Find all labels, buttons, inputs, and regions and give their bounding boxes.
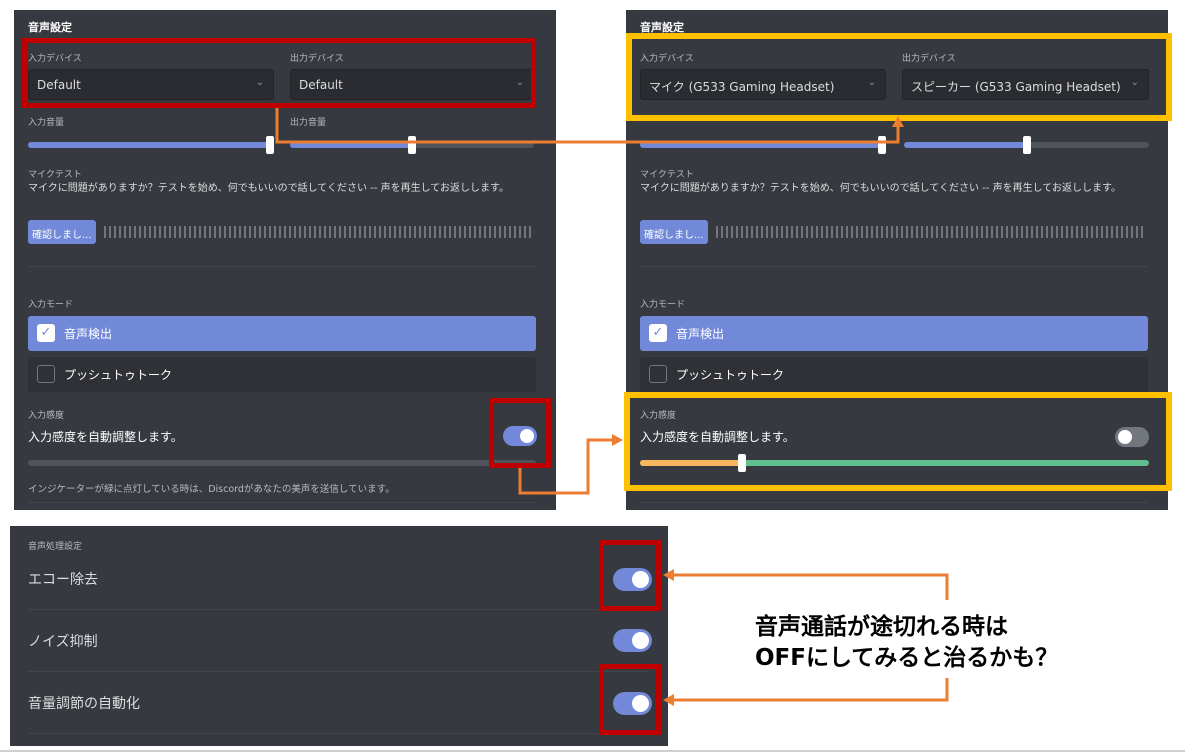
mic-test-button[interactable]: 確認しまし... — [28, 220, 96, 244]
mic-level-meter — [716, 226, 1146, 238]
indicator-description: インジケーターが緑に点灯している時は、Discordがあなたの美声を送信していま… — [28, 484, 395, 495]
input-device-label: 入力デバイス — [640, 54, 694, 64]
input-device-select[interactable]: マイク (G533 Gaming Headset) ⌄ — [640, 69, 886, 100]
sensitivity-slider[interactable] — [640, 454, 1149, 472]
mic-test-description: マイクに問題がありますか？テストを始め、何でもいいので話してください -- 声を… — [28, 183, 509, 194]
checkbox-icon — [37, 365, 55, 383]
mode-label: プッシュトゥトーク — [676, 368, 785, 382]
highlight-box — [599, 540, 661, 611]
mode-push-to-talk[interactable]: プッシュトゥトーク — [640, 357, 1148, 392]
divider — [28, 609, 650, 610]
slider-handle[interactable] — [408, 136, 416, 154]
input-mode-label: 入力モード — [640, 300, 686, 310]
section-title: 音声設定 — [640, 21, 684, 34]
mic-test-label: マイクテスト — [28, 170, 82, 180]
output-device-select[interactable]: スピーカー (G533 Gaming Headset) ⌄ — [902, 69, 1149, 100]
noise-suppression-label: ノイズ抑制 — [28, 634, 98, 650]
sensitivity-label: 入力感度 — [28, 411, 65, 421]
output-volume-label: 出力音量 — [290, 118, 327, 128]
arrow-head-icon — [612, 434, 623, 446]
voice-settings-before: 音声設定 入力デバイス 出力デバイス Default ⌄ Default ⌄ 入力音… — [14, 10, 556, 510]
input-device-label: 入力デバイス — [28, 54, 82, 64]
chevron-down-icon: ⌄ — [867, 77, 876, 88]
input-device-value: Default — [37, 78, 81, 92]
arrow-head-icon — [663, 569, 674, 581]
output-volume-slider[interactable] — [290, 136, 534, 154]
input-volume-slider[interactable] — [28, 136, 274, 154]
input-device-value: マイク (G533 Gaming Headset) — [649, 80, 835, 94]
chevron-down-icon: ⌄ — [255, 77, 264, 88]
divider — [640, 502, 1148, 503]
sensitivity-slider — [28, 460, 536, 466]
sensitivity-label: 入力感度 — [640, 411, 677, 421]
auto-gain-toggle[interactable] — [613, 692, 652, 715]
mic-test-description: マイクに問題がありますか？テストを始め、何でもいいので話してください -- 声を… — [640, 183, 1121, 194]
mode-push-to-talk[interactable]: プッシュトゥトーク — [28, 357, 536, 392]
output-device-value: Default — [299, 78, 343, 92]
divider — [0, 750, 1185, 752]
noise-suppression-toggle[interactable] — [613, 629, 652, 652]
slider-handle[interactable] — [1022, 136, 1031, 154]
output-device-value: スピーカー (G533 Gaming Headset) — [911, 80, 1121, 94]
annotation-line-2: OFFにしてみると治るかも？ — [755, 645, 1059, 671]
highlight-box — [22, 38, 536, 108]
processing-label: 音声処理設定 — [28, 542, 83, 552]
arrow-head-icon — [663, 694, 674, 706]
auto-sensitivity-text: 入力感度を自動調整します。 — [640, 430, 795, 444]
annotation-note: 音声通話が途切れる時は OFFにしてみると治るかも？ — [755, 612, 1058, 674]
arrow-line — [672, 678, 949, 702]
divider — [28, 671, 650, 672]
slider-handle[interactable] — [266, 136, 274, 154]
auto-sensitivity-text: 入力感度を自動調整します。 — [28, 430, 183, 444]
chevron-down-icon: ⌄ — [1130, 77, 1139, 88]
slider-handle[interactable] — [878, 136, 886, 154]
voice-settings-after: 音声設定 入力デバイス 出力デバイス マイク (G533 Gaming Head… — [626, 10, 1168, 510]
auto-sensitivity-toggle[interactable] — [503, 426, 537, 446]
auto-gain-label: 音量調節の自動化 — [28, 696, 140, 712]
mic-test-button[interactable]: 確認しまし... — [640, 220, 708, 244]
output-volume-slider[interactable] — [904, 136, 1149, 154]
mic-test-label: マイクテスト — [640, 170, 694, 180]
divider — [28, 266, 536, 267]
divider — [640, 266, 1148, 267]
echo-cancellation-toggle[interactable] — [613, 568, 652, 591]
mode-voice-activity[interactable]: ✓ 音声検出 — [28, 316, 536, 351]
mode-label: プッシュトゥトーク — [64, 368, 173, 382]
arrow-head-icon — [892, 116, 904, 127]
output-device-label: 出力デバイス — [290, 54, 344, 64]
output-device-select[interactable]: Default ⌄ — [290, 69, 534, 100]
divider — [28, 733, 650, 734]
slider-handle[interactable] — [737, 454, 746, 472]
checkbox-icon — [649, 365, 667, 383]
mode-voice-activity[interactable]: ✓ 音声検出 — [640, 316, 1148, 351]
highlight-box — [489, 398, 551, 468]
mode-label: 音声検出 — [676, 327, 725, 341]
chevron-down-icon: ⌄ — [515, 77, 524, 88]
output-device-label: 出力デバイス — [902, 54, 956, 64]
checkmark-icon: ✓ — [649, 324, 667, 342]
highlight-box — [624, 392, 1172, 491]
section-title: 音声設定 — [28, 21, 72, 34]
arrow-line — [275, 108, 900, 144]
highlight-box — [599, 664, 661, 735]
arrow-line — [518, 438, 614, 495]
mode-label: 音声検出 — [64, 327, 113, 341]
mic-level-meter — [104, 226, 534, 238]
echo-cancellation-label: エコー除去 — [28, 572, 98, 588]
divider — [28, 502, 536, 503]
annotation-line-1: 音声通話が途切れる時は — [755, 614, 1008, 640]
input-volume-label: 入力音量 — [28, 118, 65, 128]
auto-sensitivity-toggle[interactable] — [1115, 427, 1149, 447]
voice-processing-panel: 音声処理設定 エコー除去 ノイズ抑制 音量調節の自動化 — [10, 526, 668, 746]
input-mode-label: 入力モード — [28, 300, 74, 310]
input-volume-slider[interactable] — [640, 136, 886, 154]
arrow-line — [672, 573, 949, 600]
checkmark-icon: ✓ — [37, 324, 55, 342]
input-device-select[interactable]: Default ⌄ — [28, 69, 274, 100]
